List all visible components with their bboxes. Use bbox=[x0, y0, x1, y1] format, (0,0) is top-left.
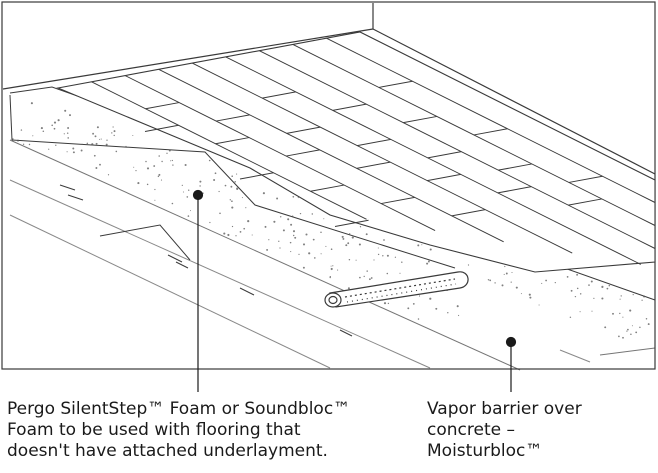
callout-leaders bbox=[192, 189, 517, 392]
underlayment-marker bbox=[192, 189, 204, 201]
room-walls bbox=[2, 3, 656, 175]
caption-line: Vapor barrier over bbox=[427, 399, 582, 419]
vapor-barrier-caption: Vapor barrier over concrete – Moisturblo… bbox=[427, 399, 652, 462]
vapor-barrier-marker bbox=[505, 336, 517, 348]
underlayment-caption: Pergo SilentStep™ Foam or Soundbloc™ Foa… bbox=[7, 399, 407, 462]
caption-line: Pergo SilentStep™ Foam or Soundbloc™ bbox=[7, 399, 351, 419]
plank-seams bbox=[91, 37, 656, 265]
caption-line: concrete – bbox=[427, 420, 515, 440]
caption-line: Foam to be used with flooring that bbox=[7, 420, 301, 440]
caption-line: doesn't have attached underlayment. bbox=[7, 441, 328, 461]
underlayment-roll bbox=[324, 271, 469, 308]
foam-underlayment bbox=[9, 94, 456, 269]
laminate-planks bbox=[56, 31, 656, 273]
caption-line: Moisturbloc™ bbox=[427, 441, 543, 461]
